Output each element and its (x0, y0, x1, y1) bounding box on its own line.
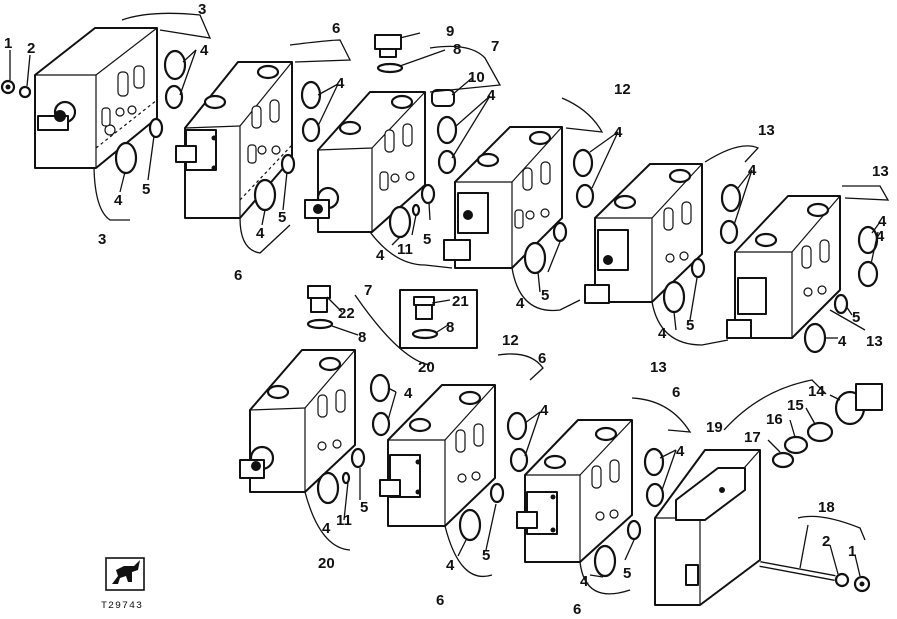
end-cover-19 (654, 449, 761, 606)
callout-20: 20 (418, 359, 435, 376)
plug-9 (374, 34, 404, 74)
callout-16: 16 (766, 411, 783, 428)
callout-4: 4 (404, 385, 413, 402)
callout-7: 7 (491, 38, 499, 55)
callout-6: 6 (332, 20, 340, 37)
valve-section-12 (443, 126, 563, 269)
callout-21: 21 (452, 293, 469, 310)
callout-13: 13 (872, 163, 889, 180)
inlet-valve-section (34, 27, 158, 169)
callout-4: 4 (376, 247, 385, 264)
callout-22: 22 (338, 305, 355, 322)
seals-section-6-lower-right (593, 447, 665, 578)
callout-9: 9 (446, 23, 454, 40)
valve-section-13-right (726, 195, 841, 339)
callout-4: 4 (516, 295, 525, 312)
inlet-seals (114, 49, 187, 175)
valve-section-13-middle (584, 163, 703, 304)
deere-logo (105, 557, 145, 591)
callout-4: 4 (676, 443, 685, 460)
callout-5: 5 (541, 287, 549, 304)
callout-17: 17 (744, 429, 761, 446)
seals-section-13-middle (662, 183, 742, 314)
callout-12: 12 (502, 332, 519, 349)
callout-4: 4 (256, 225, 265, 242)
callout-2: 2 (27, 40, 35, 57)
plug-10 (431, 89, 455, 107)
callout-4: 4 (658, 325, 667, 342)
valve-section-6-lower-left (379, 384, 496, 527)
callout-5: 5 (423, 231, 431, 248)
callout-4: 4 (748, 162, 757, 179)
callout-13: 13 (866, 333, 883, 350)
tie-rod-18 (759, 561, 871, 593)
callout-8: 8 (358, 329, 366, 346)
leader-lines (9, 12, 890, 595)
callout-6: 6 (538, 350, 546, 367)
callout-4: 4 (878, 213, 887, 230)
callout-8: 8 (446, 319, 454, 336)
seals-section-20 (316, 373, 391, 505)
callout-4: 4 (114, 192, 123, 209)
seals-section-12 (523, 148, 595, 275)
callout-4: 4 (580, 573, 589, 590)
callout-20: 20 (318, 555, 335, 572)
callout-5: 5 (852, 309, 860, 326)
callout-10: 10 (468, 69, 485, 86)
callout-1: 1 (4, 35, 12, 52)
callout-3: 3 (98, 231, 106, 248)
seals-section-6-lower-left (458, 411, 529, 542)
callout-6: 6 (672, 384, 680, 401)
figure-code: T29743 (101, 601, 143, 612)
seals-section-6-upper (253, 80, 322, 212)
relief-valve-14 (771, 383, 883, 469)
callout-4: 4 (876, 228, 885, 245)
callout-5: 5 (482, 547, 490, 564)
callout-4: 4 (336, 75, 345, 92)
callout-12: 12 (614, 81, 631, 98)
callout-3: 3 (198, 1, 206, 18)
callout-5: 5 (623, 565, 631, 582)
callout-6: 6 (436, 592, 444, 609)
callout-13: 13 (758, 122, 775, 139)
callout-2: 2 (822, 533, 830, 550)
callout-4: 4 (446, 557, 455, 574)
seals-section-13-right (803, 225, 879, 354)
callout-1: 1 (848, 543, 856, 560)
plug-22 (306, 285, 334, 330)
callout-6: 6 (573, 601, 581, 618)
callout-4: 4 (322, 520, 331, 537)
callout-14: 14 (808, 383, 825, 400)
callout-4: 4 (540, 402, 549, 419)
callout-19: 19 (706, 419, 723, 436)
valve-section-20 (239, 349, 356, 493)
callout-13: 13 (650, 359, 667, 376)
callout-5: 5 (686, 317, 694, 334)
callout-6: 6 (234, 267, 242, 284)
nut-left (0, 79, 16, 95)
valve-section-7-upper (304, 91, 426, 233)
callout-5: 5 (142, 181, 150, 198)
callout-4: 4 (614, 124, 623, 141)
callout-labels: 1 2 3 3 4 4 5 6 4 4 5 6 9 8 7 10 4 4 11 … (4, 1, 889, 618)
callout-15: 15 (787, 397, 804, 414)
callout-18: 18 (818, 499, 835, 516)
inset-box-21 (399, 289, 478, 349)
valve-section-6-lower-right (516, 419, 633, 563)
callout-8: 8 (453, 41, 461, 58)
callout-7: 7 (364, 282, 372, 299)
callout-5: 5 (360, 499, 368, 516)
callout-4: 4 (200, 42, 209, 59)
callout-4: 4 (487, 87, 496, 104)
seals-section-7-upper (388, 115, 458, 239)
callout-11: 11 (397, 241, 413, 258)
callout-4: 4 (838, 333, 847, 350)
callout-11: 11 (336, 512, 352, 529)
callout-5: 5 (278, 209, 286, 226)
washer-left (18, 85, 32, 99)
